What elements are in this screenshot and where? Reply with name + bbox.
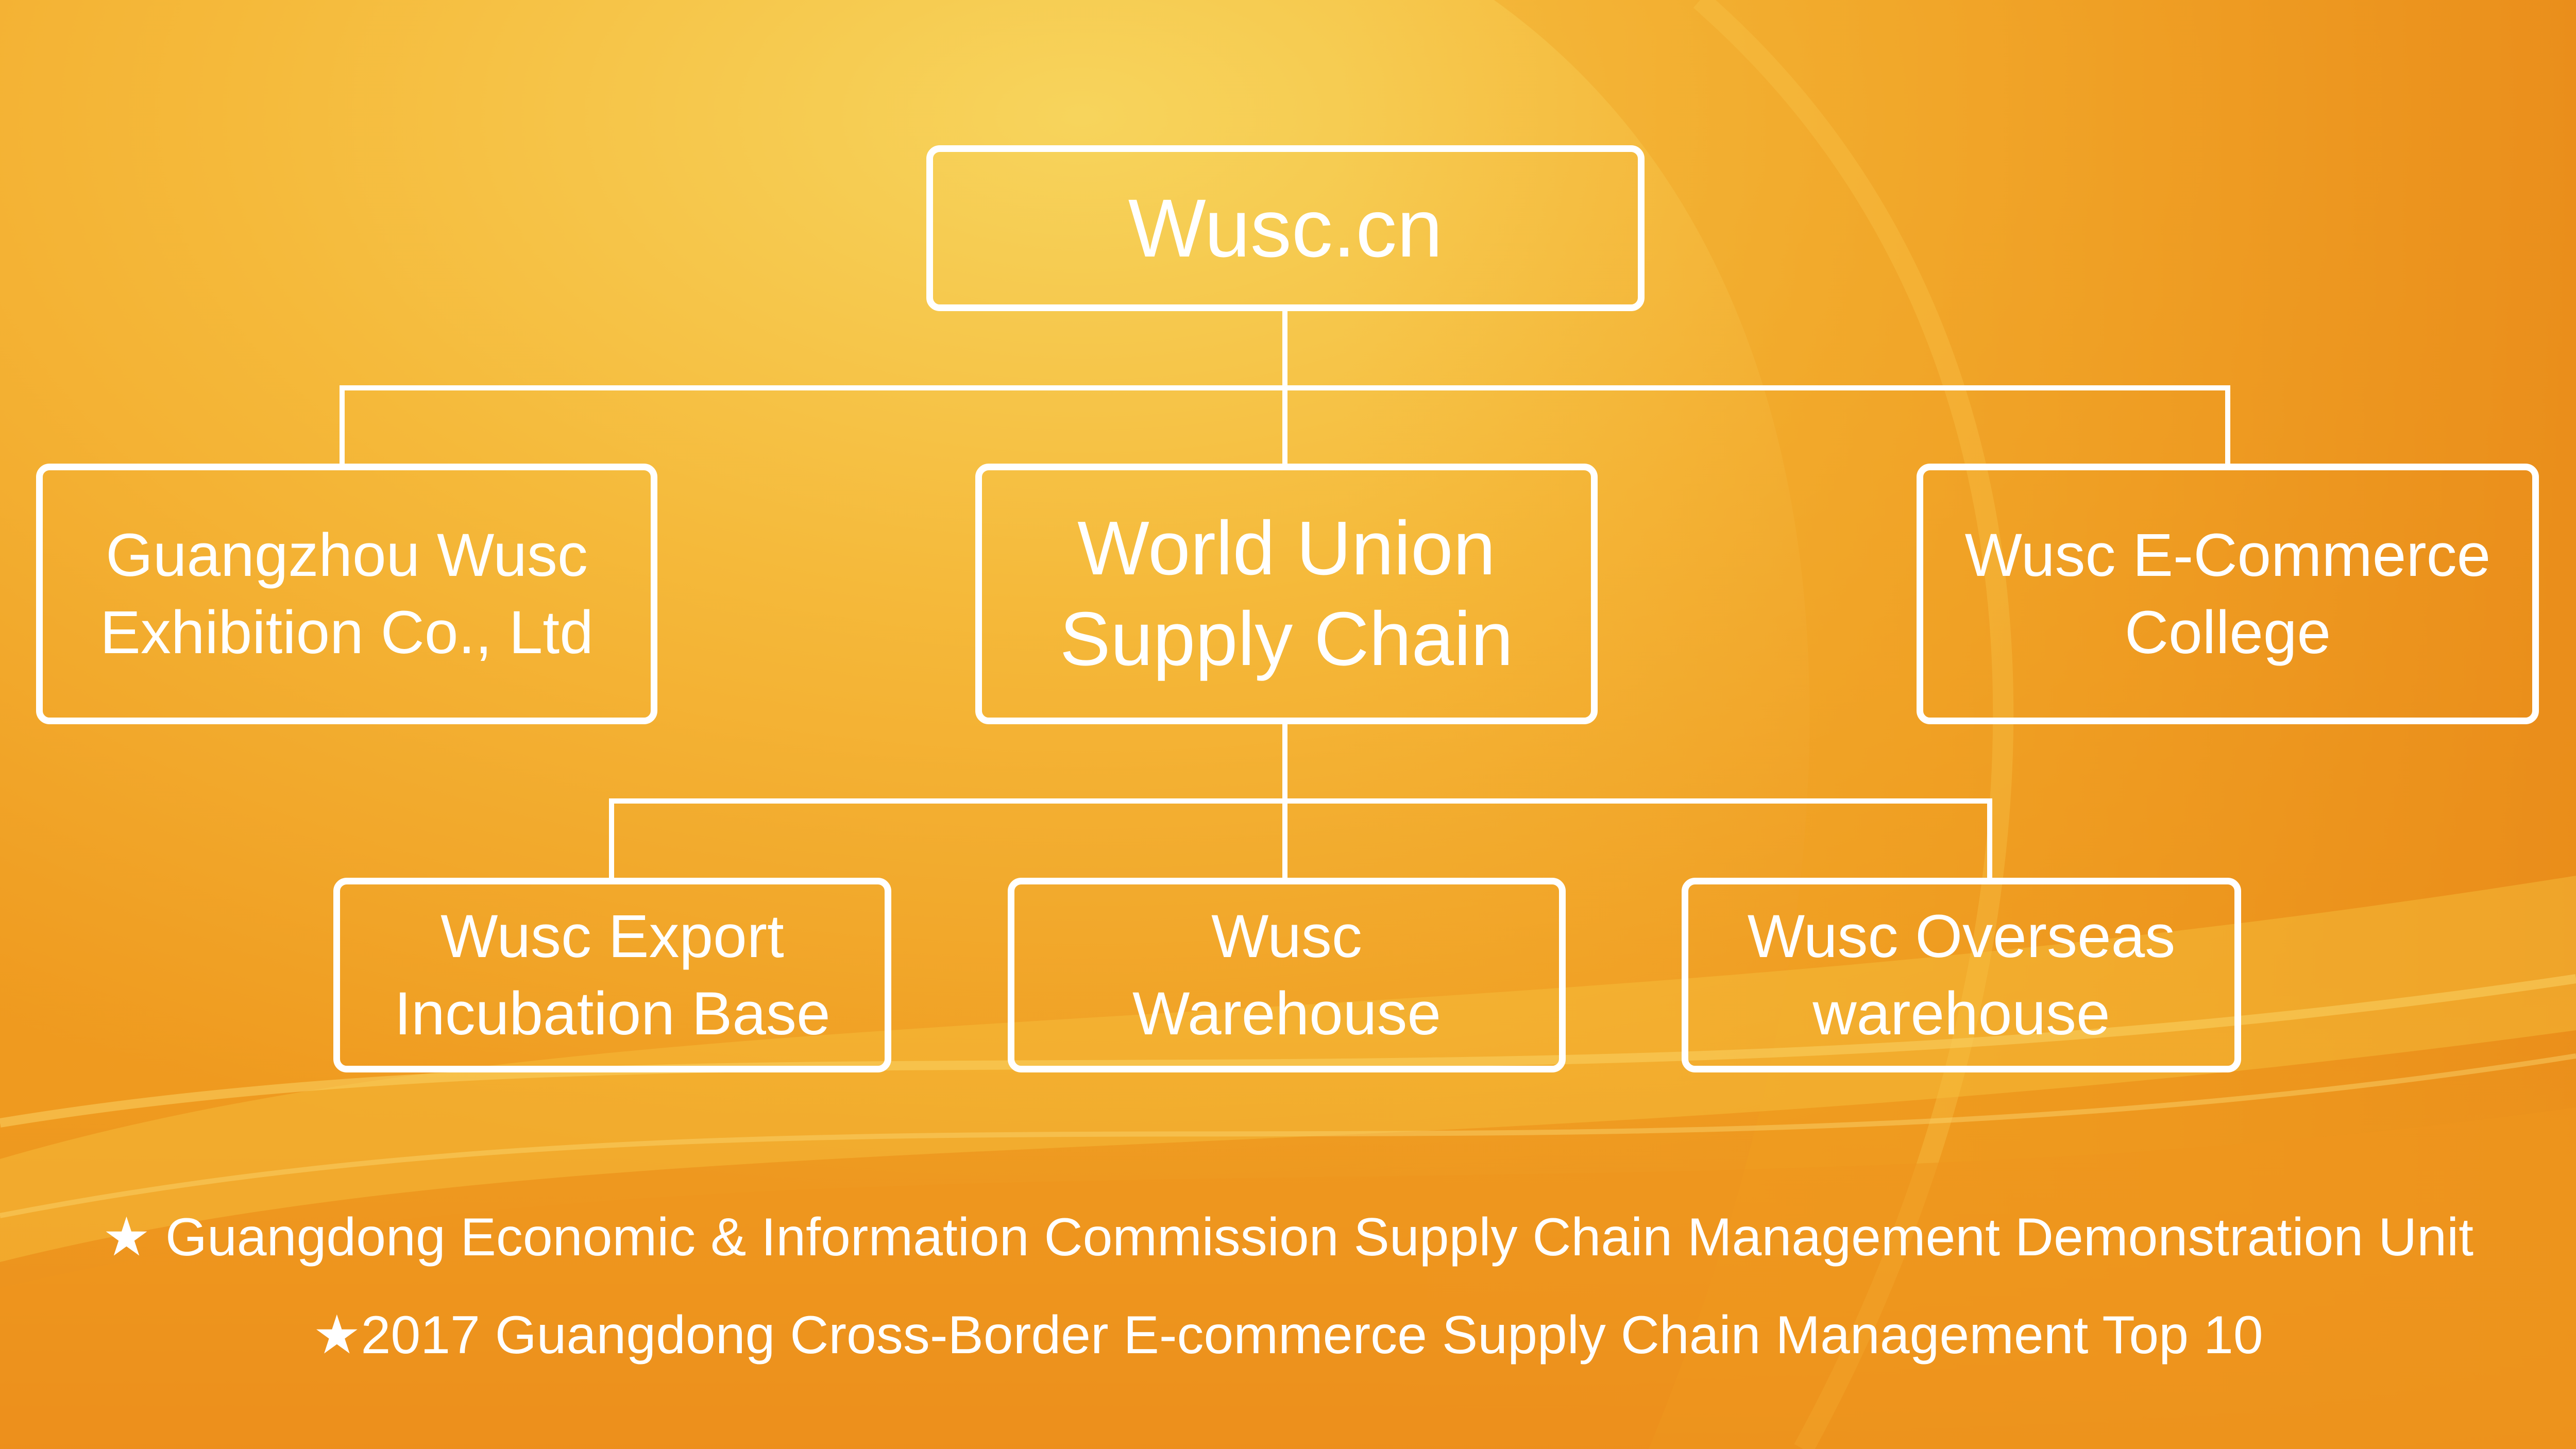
- org-node-guangzhou-exhibition: Guangzhou Wusc Exhibition Co., Ltd: [36, 464, 657, 724]
- org-node-world-union-supply-chain: World Union Supply Chain: [975, 464, 1598, 724]
- org-node-label-line: World Union: [1077, 506, 1496, 591]
- org-node-warehouse: Wusc Warehouse: [1008, 878, 1566, 1072]
- honor-line-top-10: ★2017 Guangdong Cross-Border E-commerce …: [313, 1305, 2263, 1365]
- honor-line-demonstration-unit: ★ Guangdong Economic & Information Commi…: [102, 1207, 2474, 1267]
- org-node-root: Wusc.cn: [926, 145, 1645, 311]
- org-node-export-incubation-base: Wusc Export Incubation Base: [333, 878, 891, 1072]
- org-node-label-line: Wusc: [1211, 902, 1362, 970]
- org-node-root-label: Wusc.cn: [1128, 182, 1443, 274]
- org-node-label-line: Warehouse: [1132, 980, 1442, 1048]
- org-node-label-line: College: [2124, 599, 2331, 667]
- org-node-label-line: Exhibition Co., Ltd: [100, 599, 594, 667]
- org-node-overseas-warehouse: Wusc Overseas warehouse: [1682, 878, 2241, 1072]
- org-node-label-line: Wusc Export: [440, 902, 784, 970]
- org-node-label-line: Guangzhou Wusc: [106, 521, 588, 589]
- org-node-ecommerce-college: Wusc E-Commerce College: [1917, 464, 2539, 724]
- org-node-label-line: warehouse: [1812, 980, 2110, 1048]
- org-node-label-line: Supply Chain: [1059, 596, 1514, 681]
- org-node-label-line: Wusc Overseas: [1747, 902, 2176, 970]
- org-node-label-line: Wusc E-Commerce: [1964, 521, 2491, 589]
- org-node-label-line: Incubation Base: [394, 980, 831, 1048]
